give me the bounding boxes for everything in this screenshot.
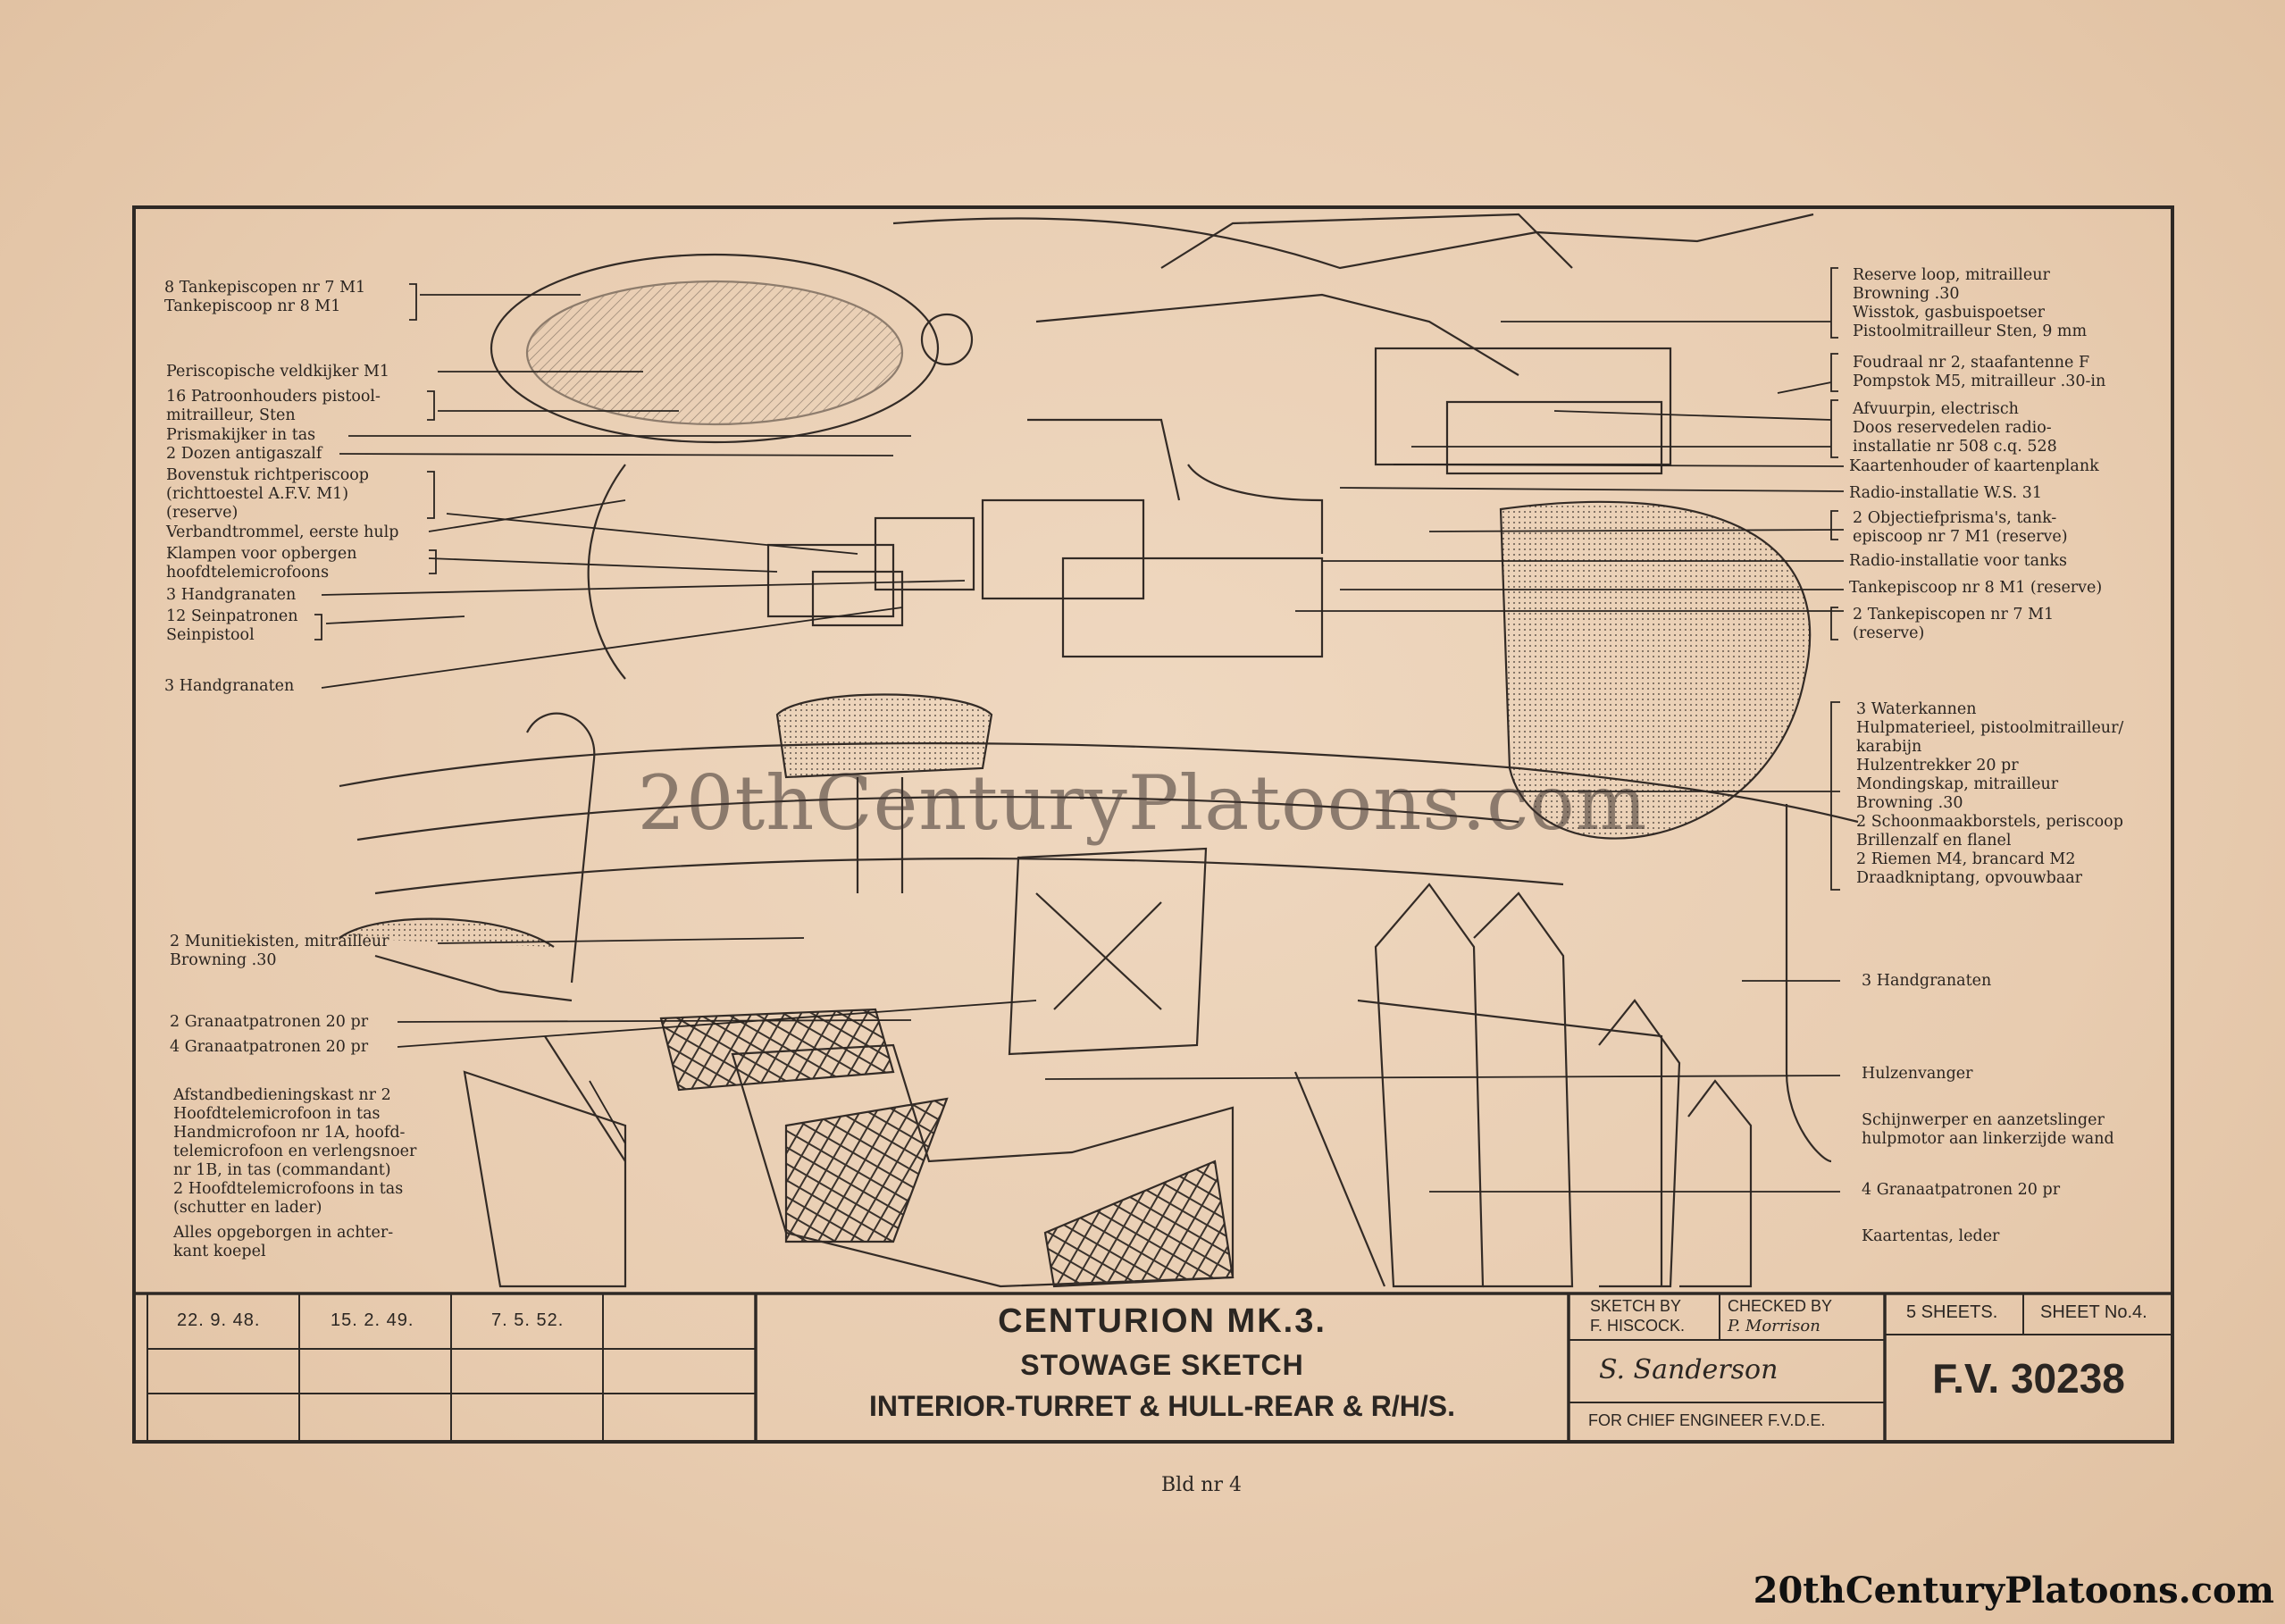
- sketch-by-name: F. HISCOCK.: [1590, 1317, 1686, 1335]
- label-seinpatronen: 12 Seinpatronen Seinpistool: [166, 607, 298, 644]
- label-reserve-loop: Reserve loop, mitrailleur Browning .30 W…: [1853, 266, 2088, 340]
- drawing-number: F.V. 30238: [1932, 1355, 2125, 1402]
- label-tankepiscoop-8: Tankepiscoop nr 8 M1 (reserve): [1849, 579, 2103, 597]
- label-tankepiscopen-7: 2 Tankepiscopen nr 7 M1 (reserve): [1853, 606, 2055, 642]
- drawing-scope: INTERIOR-TURRET & HULL-REAR & R/H/S.: [869, 1390, 1455, 1422]
- label-opgeborgen: Alles opgeborgen in achter- kant koepel: [173, 1224, 394, 1260]
- revision-date-2: 15. 2. 49.: [331, 1310, 414, 1330]
- sheet-number: SHEET No.4.: [2040, 1302, 2147, 1322]
- checked-by-label: CHECKED BY: [1728, 1297, 1833, 1315]
- label-veldkijker: Periscopische veldkijker M1: [166, 363, 390, 381]
- label-afstandbediening: Afstandbedieningskast nr 2 Hoofdtelemicr…: [173, 1086, 417, 1217]
- label-radio-ws31: Radio-installatie W.S. 31: [1849, 484, 2042, 502]
- label-waterkannen: 3 Waterkannen Hulpmaterieel, pistoolmitr…: [1856, 700, 2124, 887]
- label-prismakijker: Prismakijker in tas: [166, 426, 316, 444]
- revision-date-3: 7. 5. 52.: [491, 1310, 565, 1330]
- label-foudraal: Foudraal nr 2, staafantenne F Pompstok M…: [1853, 354, 2106, 390]
- label-afvuurpin: Afvuurpin, electrisch Doos reservedelen …: [1853, 400, 2057, 456]
- label-antigaszalf: 2 Dozen antigaszalf: [166, 445, 322, 463]
- label-granaatpatronen-4: 4 Granaatpatronen 20 pr: [170, 1038, 369, 1056]
- sketch-by-label: SKETCH BY: [1590, 1297, 1682, 1315]
- checked-by-signature: P. Morrison: [1728, 1317, 1820, 1335]
- figure-caption: Bld nr 4: [1161, 1474, 1242, 1496]
- drawing-title: CENTURION MK.3.: [998, 1302, 1327, 1340]
- label-radio-tanks: Radio-installatie voor tanks: [1849, 552, 2067, 570]
- label-tankepiscopen: 8 Tankepiscopen nr 7 M1 Tankepiscoop nr …: [164, 279, 366, 315]
- label-richtperiscoop: Bovenstuk richtperiscoop (richttoestel A…: [166, 466, 370, 522]
- label-handgranaten-2: 3 Handgranaten: [164, 677, 295, 695]
- drawing-subtitle: STOWAGE SKETCH: [1020, 1349, 1304, 1381]
- label-kaartenhouder: Kaartenhouder of kaartenplank: [1849, 457, 2099, 475]
- label-kaartentas: Kaartentas, leder: [1862, 1227, 2000, 1245]
- for-chief-engineer: FOR CHIEF ENGINEER F.V.D.E.: [1588, 1411, 1826, 1429]
- watermark-text: 20thCenturyPlatoons.com: [637, 759, 1648, 847]
- label-patroonhouders: 16 Patroonhouders pistool- mitrailleur, …: [166, 388, 381, 424]
- sheet-count: 5 SHEETS.: [1906, 1302, 1998, 1322]
- drawing-frame: [132, 205, 2174, 1444]
- corner-watermark: 20thCenturyPlatoons.com: [1753, 1570, 2274, 1611]
- label-granaatpatronen-2: 2 Granaatpatronen 20 pr: [170, 1013, 369, 1031]
- label-verbandtrommel: Verbandtrommel, eerste hulp: [166, 523, 399, 541]
- label-hulzenvanger: Hulzenvanger: [1862, 1065, 1973, 1083]
- label-granaatpatronen-r: 4 Granaatpatronen 20 pr: [1862, 1181, 2061, 1199]
- label-objectiefprismas: 2 Objectiefprisma's, tank- episcoop nr 7…: [1853, 509, 2068, 546]
- label-munitiekisten: 2 Munitiekisten, mitrailleur Browning .3…: [170, 933, 389, 969]
- approval-signature: S. Sanderson: [1599, 1354, 1779, 1385]
- revision-date-1: 22. 9. 48.: [177, 1310, 261, 1330]
- label-schijnwerper: Schijnwerper en aanzetslinger hulpmotor …: [1862, 1111, 2114, 1148]
- label-handgranaten-1: 3 Handgranaten: [166, 586, 297, 604]
- label-handgranaten-r: 3 Handgranaten: [1862, 972, 1992, 990]
- label-klampen: Klampen voor opbergen hoofdtelemicrofoon…: [166, 545, 357, 582]
